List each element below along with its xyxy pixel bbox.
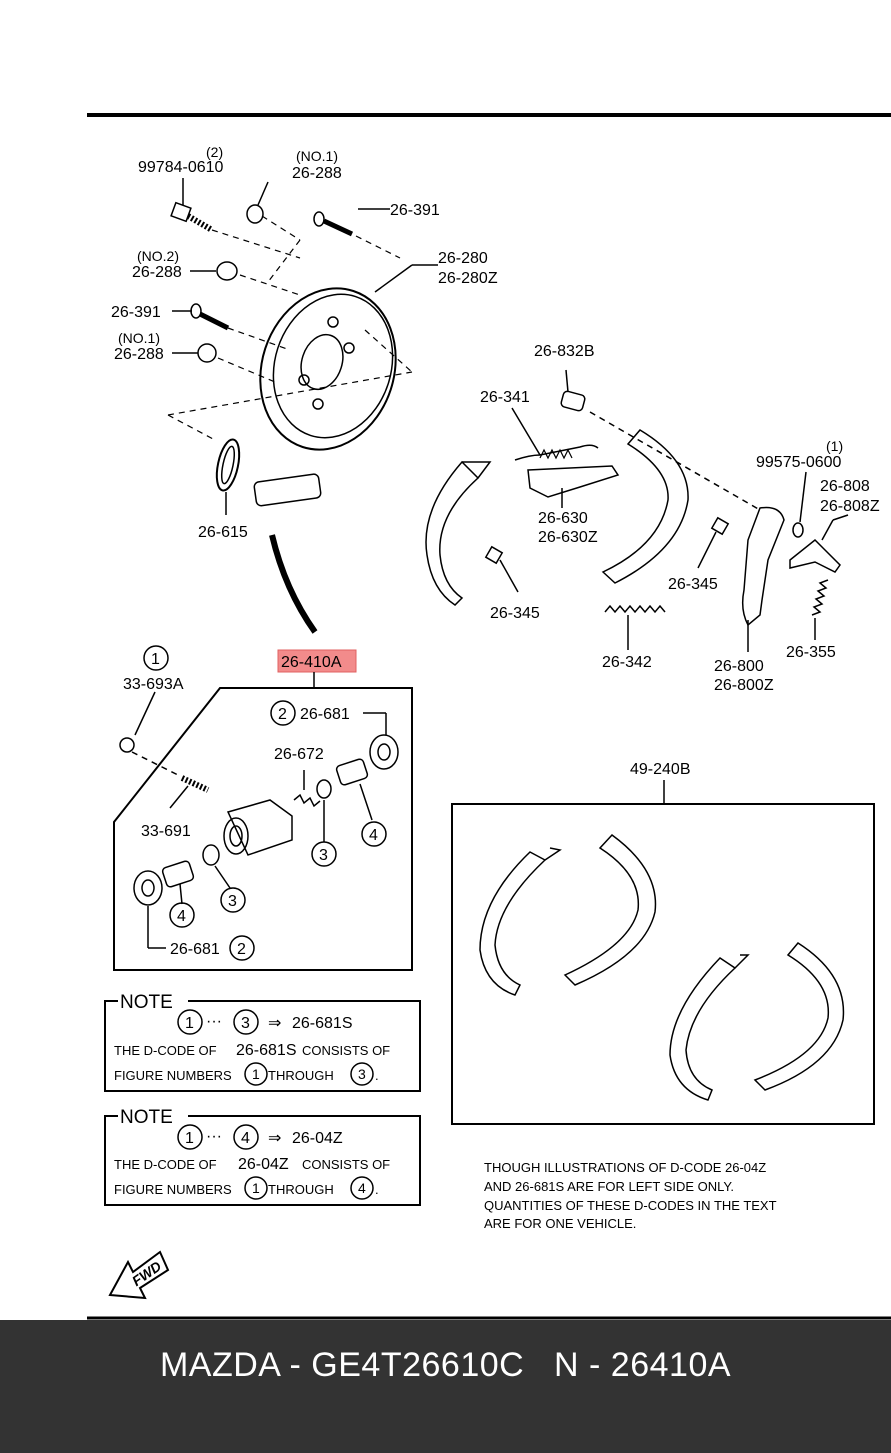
label-nut-no1-top-qual: (NO.1): [296, 148, 338, 164]
ref-bleeder-cap: 1: [151, 651, 160, 668]
remark-line-2: AND 26-681S ARE FOR LEFT SIDE ONLY.: [484, 1179, 734, 1194]
label-bleeder-screw: 33-691: [141, 823, 191, 840]
label-spring-342: 26-342: [602, 654, 652, 671]
part-labels: (2) 99784-0610 (NO.1) 26-288 26-391 26-2…: [111, 144, 880, 1289]
label-kit-top: 26-681: [300, 706, 350, 723]
label-gasket: 26-615: [198, 524, 248, 541]
backing-plate-group: [167, 178, 438, 634]
label-nut-no1-left-qual: (NO.1): [118, 330, 160, 346]
note-2-to: 4: [241, 1130, 250, 1147]
note-2-line1-b: CONSISTS OF: [302, 1157, 390, 1172]
label-adjuster-lever-z: 26-630Z: [538, 529, 598, 546]
label-strut: 26-808: [820, 478, 870, 495]
label-bolt-26391-top: 26-391: [390, 202, 440, 219]
label-bolt: 99784-0610: [138, 159, 224, 176]
remark-line-4: ARE FOR ONE VEHICLE.: [484, 1216, 636, 1231]
fwd-arrow-icon: [108, 1250, 170, 1300]
note-1-line2-mid: THROUGH: [268, 1068, 334, 1083]
label-adjuster-screw: 26-832B: [534, 343, 595, 360]
label-hold-pin-right: 26-345: [668, 576, 718, 593]
note-2-arrow: ⇒: [268, 1130, 281, 1147]
footer-part-number: MAZDA - GE4T26610C N - 26410A: [159, 1346, 732, 1384]
label-adjuster-lever: 26-630: [538, 510, 588, 527]
note-1-line2-end: .: [375, 1068, 379, 1083]
note-1: NOTE 1 ··· 3 ⇒ 26-681S THE D-CODE OF 26-…: [114, 992, 390, 1083]
note-2-line1-code: 26-04Z: [238, 1156, 289, 1173]
label-backplate: 26-280: [438, 250, 488, 267]
note-1-line1-code: 26-681S: [236, 1042, 297, 1059]
wheel-cylinder-label-highlight: [277, 649, 357, 673]
label-shoe-set: 49-240B: [630, 761, 691, 778]
note-2-line2-end: .: [375, 1182, 379, 1197]
label-kit-bottom: 26-681: [170, 941, 220, 958]
remark-line-3: QUANTITIES OF THESE D-CODES IN THE TEXT: [484, 1198, 777, 1213]
note-2-line2-mid: THROUGH: [268, 1182, 334, 1197]
label-strut-z: 26-808Z: [820, 498, 880, 515]
label-spring-672: 26-672: [274, 746, 324, 763]
brake-hardware-group: [425, 369, 849, 652]
label-wheel-cylinder: 26-410A: [281, 654, 342, 671]
ref-kit-bottom: 2: [237, 941, 246, 958]
note-2-line2-a: FIGURE NUMBERS: [114, 1182, 232, 1197]
label-parking-lever-z: 26-800Z: [714, 677, 774, 694]
ref-kit-top: 2: [278, 706, 287, 723]
label-spring-341: 26-341: [480, 389, 530, 406]
label-backplate-z: 26-280Z: [438, 270, 498, 287]
label-nut-no2: 26-288: [132, 264, 182, 281]
note-1-line2-to: 3: [358, 1066, 366, 1082]
wheel-cylinder-group: [113, 645, 413, 971]
label-bleeder-cap: 33-693A: [123, 676, 184, 693]
note-2-title: NOTE: [120, 1107, 173, 1128]
note-2-line2-to: 4: [358, 1180, 366, 1196]
parts-diagram: (2) 99784-0610 (NO.1) 26-288 26-391 26-2…: [87, 113, 891, 1320]
label-nut-no1-top: 26-288: [292, 165, 342, 182]
note-1-line2-from: 1: [252, 1066, 260, 1082]
note-2-code: 26-04Z: [292, 1130, 343, 1147]
note-1-line2-a: FIGURE NUMBERS: [114, 1068, 232, 1083]
label-clip: 99575-0600: [756, 454, 842, 471]
label-clip-qty: (1): [826, 438, 843, 454]
remark-line-1: THOUGH ILLUSTRATIONS OF D-CODE 26-04Z: [484, 1160, 766, 1175]
note-1-line1-a: THE D-CODE OF: [114, 1043, 217, 1058]
note-1-title: NOTE: [120, 992, 173, 1013]
shoe-set-group: [451, 780, 875, 1125]
label-bolt-qty: (2): [206, 144, 223, 160]
ref-3-b: 3: [228, 893, 237, 910]
note-1-line1-b: CONSISTS OF: [302, 1043, 390, 1058]
ref-4-b: 4: [177, 908, 186, 925]
note-1-code: 26-681S: [292, 1015, 353, 1032]
footer-bar: MAZDA - GE4T26610C N - 26410A: [0, 1320, 891, 1453]
ref-4-a: 4: [369, 827, 378, 844]
ref-3-a: 3: [319, 847, 328, 864]
label-bolt-26391-left: 26-391: [111, 304, 161, 321]
note-2: NOTE 1 ··· 4 ⇒ 26-04Z THE D-CODE OF 26-0…: [114, 1107, 390, 1197]
label-nut-no2-qual: (NO.2): [137, 248, 179, 264]
note-2-dots: ···: [206, 1128, 222, 1145]
note-2-line1-a: THE D-CODE OF: [114, 1157, 217, 1172]
label-nut-no1-left: 26-288: [114, 346, 164, 363]
note-1-from: 1: [185, 1015, 194, 1032]
remark-text: THOUGH ILLUSTRATIONS OF D-CODE 26-04Z AN…: [484, 1160, 777, 1231]
note-2-line2-from: 1: [252, 1180, 260, 1196]
note-boxes: [104, 1000, 421, 1206]
note-1-arrow: ⇒: [268, 1015, 281, 1032]
label-spring-355: 26-355: [786, 644, 836, 661]
label-parking-lever: 26-800: [714, 658, 764, 675]
label-hold-pin-left: 26-345: [490, 605, 540, 622]
note-1-to: 3: [241, 1015, 250, 1032]
note-2-from: 1: [185, 1130, 194, 1147]
note-1-dots: ···: [206, 1013, 222, 1030]
